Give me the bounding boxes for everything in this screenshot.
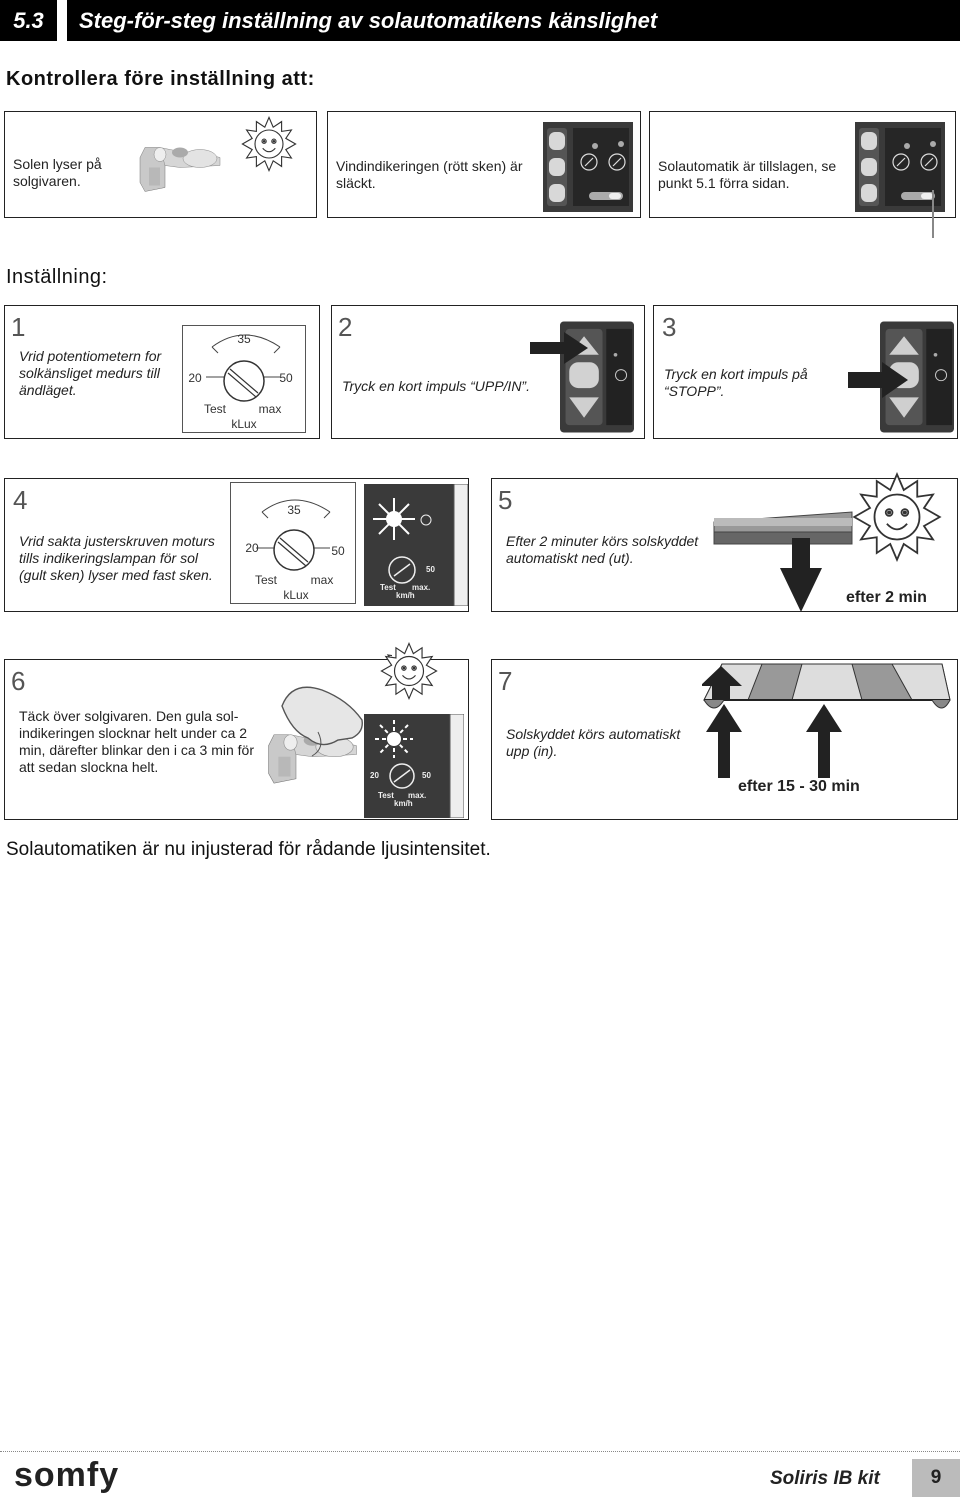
step-7-caption: efter 15 - 30 min: [738, 778, 860, 795]
check-box-3: Solautomatik är tillslagen, se punkt 5.1…: [649, 111, 956, 218]
section-number: 5.3: [0, 0, 57, 41]
dial-label-top: 35: [237, 332, 251, 346]
step-text: Täck över solgivaren. Den gula sol-indik…: [19, 708, 254, 775]
dial-label-max: max: [259, 402, 282, 416]
check-box-2: Vindindikeringen (rött sken) är släckt.: [327, 111, 641, 218]
step-text: Vrid sakta justerskruven moturs tills in…: [19, 533, 215, 583]
step-text: Solskyddet körs automatiskt upp (in).: [506, 726, 681, 759]
small-dial-unit: km/h: [394, 799, 413, 808]
small-dial-max: max.: [408, 791, 426, 800]
dial-label-unit: kLux: [231, 417, 256, 431]
step-number: 6: [11, 666, 26, 696]
page-number: 9: [912, 1459, 960, 1497]
product-name: Soliris IB kit: [770, 1468, 880, 1489]
step-text: Vrid potentiometern for solkänsliget med…: [19, 348, 162, 398]
dial-label-top: 35: [287, 503, 301, 517]
check-box-1: Solen lyser på solgivaren.: [4, 111, 317, 218]
pointer-line: [932, 190, 934, 238]
step-number: 7: [498, 666, 513, 696]
step-number: 5: [498, 485, 513, 515]
control-panel-image: [542, 122, 634, 212]
small-dial-test: Test: [378, 791, 394, 800]
final-text: Solautomatiken är nu injusterad för råda…: [6, 839, 491, 860]
step-number: 2: [338, 312, 353, 342]
step-text: Tryck en kort impuls “UPP/IN”.: [342, 378, 530, 394]
dial-label-test: Test: [255, 573, 278, 587]
small-dial-left: 20: [370, 771, 379, 780]
step-5-caption: efter 2 min: [846, 589, 927, 606]
panel-press-stop-image: [848, 321, 954, 433]
dial-label-unit: kLux: [283, 588, 308, 602]
covered-sensor-image: [268, 640, 392, 784]
dial-label-left: 20: [245, 541, 259, 555]
sun-sensor-image: [139, 116, 297, 192]
small-dial-unit: km/h: [396, 591, 415, 600]
awning-down-image: [713, 473, 941, 612]
small-dial-test: Test: [380, 583, 396, 592]
klux-dial-step-4: 35 20 50 Test max kLux: [230, 482, 356, 604]
small-dial-right: 50: [426, 565, 435, 574]
step-number: 1: [11, 312, 26, 342]
small-dial-max: max.: [412, 583, 430, 592]
dial-label-max: max: [311, 573, 334, 587]
panel-sun-blinking-image: 20 50 Test max. km/h: [364, 714, 464, 818]
check-text-2: Vindindikeringen (rött sken) är släckt.: [336, 158, 523, 191]
step-number: 4: [13, 485, 28, 515]
somfy-logo: somfy: [14, 1456, 120, 1494]
small-dial-right: 50: [422, 771, 431, 780]
panel-sun-indicator-image: 50 Test max. km/h: [364, 484, 468, 606]
awning-up-image: [702, 663, 951, 778]
dial-label-test: Test: [204, 402, 227, 416]
dial-label-left: 20: [188, 371, 202, 385]
dial-label-right: 50: [279, 371, 293, 385]
step-number: 3: [662, 312, 677, 342]
section-title: Steg-för-steg inställning av solautomati…: [67, 0, 960, 41]
footer-divider: [0, 1451, 960, 1452]
check-text-1: Solen lyser på solgivaren.: [13, 156, 102, 189]
check-text-3: Solautomatik är tillslagen, se punkt 5.1…: [658, 158, 837, 191]
step-text: Tryck en kort impuls på “STOPP”.: [664, 366, 808, 399]
klux-dial-step-1: 35 20 50 Test max kLux: [182, 325, 306, 433]
step-text: Efter 2 minuter körs solskyddet automati…: [506, 533, 699, 566]
dial-label-right: 50: [331, 544, 345, 558]
panel-press-up-image: [530, 321, 634, 433]
sun-icon: [380, 642, 438, 700]
settings-heading: Inställning:: [6, 266, 108, 288]
check-heading: Kontrollera före inställning att:: [6, 68, 315, 90]
